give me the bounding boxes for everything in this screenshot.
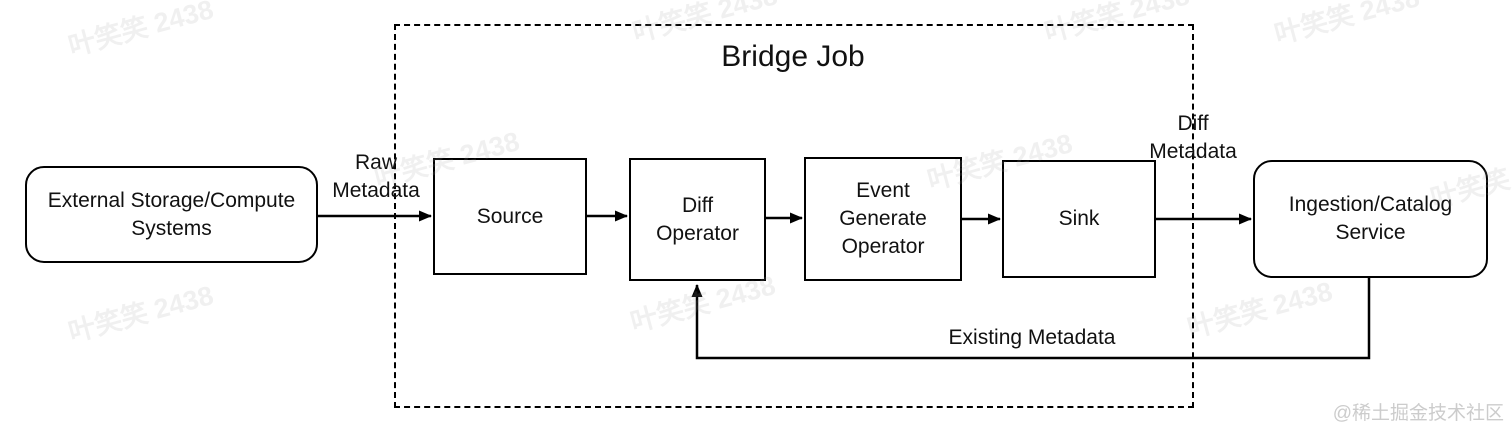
node-ingestion-catalog-service: Ingestion/Catalog Service — [1253, 160, 1488, 278]
watermark-tile: 叶笑笑 2438 — [1184, 276, 1336, 344]
watermark-tile: 叶笑笑 2438 — [65, 280, 217, 348]
node-label: External Storage/Compute Systems — [47, 188, 296, 240]
bridge-job-title: Bridge Job — [721, 40, 865, 73]
node-event-generate-operator: Event Generate Operator — [804, 157, 962, 281]
edge-label-diff-metadata: Diff Metadata — [1149, 112, 1237, 164]
node-label: Ingestion/Catalog Service — [1288, 193, 1453, 244]
node-sink: Sink — [1002, 160, 1156, 278]
node-label: Diff Operator — [656, 193, 739, 245]
node-label: Event Generate Operator — [839, 179, 927, 258]
node-diff-operator: Diff Operator — [629, 158, 766, 281]
watermark-tile: 叶笑笑 2438 — [65, 0, 217, 62]
watermark-tile: 叶笑笑 2438 — [1271, 0, 1423, 50]
node-label: Source — [476, 204, 544, 228]
node-source: Source — [433, 158, 587, 275]
watermark-credit: @稀土掘金技术社区 — [1332, 403, 1504, 424]
edge-label-existing-metadata: Existing Metadata — [948, 326, 1116, 349]
node-external-storage-compute-systems: External Storage/Compute Systems — [25, 166, 318, 263]
edge-label-raw-metadata: Raw Metadata — [332, 151, 420, 203]
node-label: Sink — [1058, 207, 1100, 231]
